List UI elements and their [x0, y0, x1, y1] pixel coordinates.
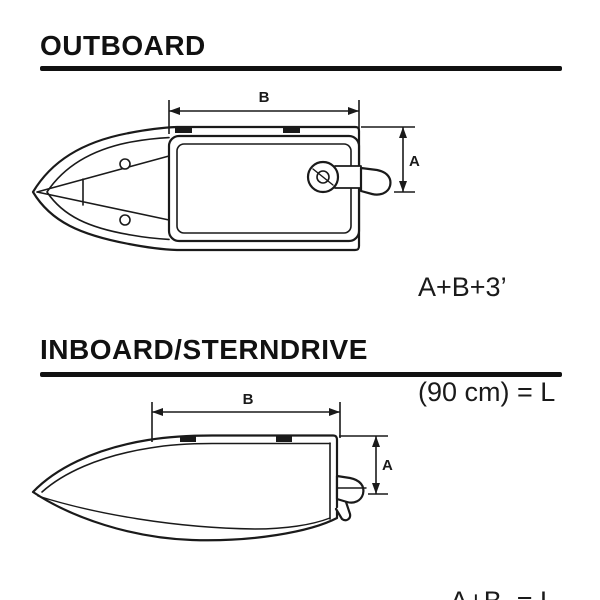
drive-body — [335, 474, 365, 504]
bow-cleat-icon — [119, 214, 131, 226]
dim-a-arrow-bottom — [399, 181, 407, 192]
motor-cowl-detail — [312, 168, 334, 186]
dim-b-arrow-right — [348, 107, 359, 115]
outboard-divider — [40, 66, 562, 71]
inner-sheer-line — [41, 442, 331, 493]
outboard-motor — [306, 160, 392, 196]
inboard-boat — [31, 434, 367, 542]
inboard-boat-diagram: B A — [31, 392, 393, 542]
dim-a-arrow-top — [399, 127, 407, 138]
dim-b-arrow-left — [152, 408, 163, 416]
dim-a-arrow-bottom — [372, 483, 380, 494]
outboard-heading: OUTBOARD — [40, 30, 206, 61]
drive-skeg — [334, 500, 352, 522]
dim-b-arrow-right — [329, 408, 340, 416]
bow-cleat-icon — [119, 158, 131, 170]
dim-a-arrow-top — [372, 436, 380, 447]
deck-fitting — [283, 127, 300, 133]
outboard-boat-diagram: B A — [31, 89, 420, 252]
dimension-a: A — [361, 126, 420, 193]
bow-v-lines — [36, 155, 170, 221]
dimension-a-label: A — [382, 457, 393, 474]
dimension-b: B — [151, 392, 341, 442]
inboard-divider — [40, 372, 562, 377]
inboard-formula: A+B = L — [450, 514, 555, 600]
motor-lower-unit — [359, 166, 392, 196]
dimension-b-label: B — [259, 89, 270, 106]
dimension-b: B — [168, 89, 360, 134]
outboard-boat — [31, 125, 392, 252]
inboard-heading: INBOARD/STERNDRIVE — [40, 334, 368, 365]
deck-fitting — [180, 436, 196, 442]
deck-fitting — [276, 436, 292, 442]
dimension-a: A — [339, 435, 393, 495]
dim-b-arrow-left — [169, 107, 180, 115]
outboard-formula-line2: (90 cm) = L — [418, 377, 556, 407]
sterndrive-unit — [334, 474, 367, 522]
inboard-formula-line1: A+B = L — [450, 584, 555, 600]
deck-fitting — [175, 127, 192, 133]
outboard-formula-line1: A+B+3’ — [418, 272, 507, 302]
inner-sheer-line — [46, 136, 170, 241]
motor-cowl-center — [316, 170, 330, 184]
chine-line — [37, 495, 331, 530]
outboard-formula: A+B+3’ (90 cm) = L — [418, 200, 555, 480]
dimension-a-label: A — [409, 153, 420, 170]
dimension-b-label: B — [243, 392, 254, 408]
